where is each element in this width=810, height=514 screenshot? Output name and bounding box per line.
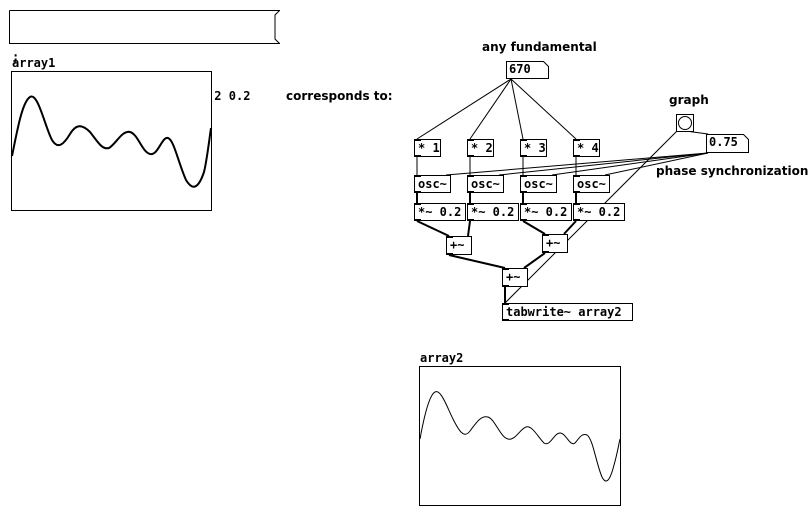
array2-label: array2 (420, 351, 464, 365)
cord (510, 78, 577, 140)
array1-graph[interactable] (11, 71, 212, 211)
array2-waveform (419, 391, 621, 482)
multiplier-4[interactable]: * 4 (573, 139, 600, 157)
cord (448, 254, 506, 269)
sinesum-message-box[interactable]: ; array1 sinesum 64 0.2 0.2 0.2 0.2 (9, 10, 280, 103)
array1-waveform (11, 95, 212, 188)
message-line-1: ; (12, 50, 20, 64)
adder-right[interactable]: +~ (542, 234, 568, 253)
array2-graph[interactable] (419, 366, 621, 506)
number-box-outline (706, 134, 749, 153)
cord (522, 220, 546, 235)
cord (563, 220, 577, 235)
multiplier-2[interactable]: * 2 (467, 139, 494, 157)
number-box-outline (506, 61, 549, 79)
any-fundamental-comment: any fundamental (482, 40, 597, 54)
phase-number-box[interactable]: 0.75 (706, 134, 749, 153)
cord (510, 78, 524, 140)
message-box-outline (9, 10, 280, 44)
phase-value: 0.75 (709, 135, 738, 149)
fundamental-number-box[interactable]: 670 (506, 61, 549, 79)
gain-3[interactable]: *~ 0.2 (520, 203, 572, 221)
oscillator-4[interactable]: osc~ (573, 175, 610, 193)
corresponds-to-comment: corresponds to: (286, 89, 393, 103)
multiplier-3[interactable]: * 3 (520, 139, 547, 157)
gain-4[interactable]: *~ 0.2 (573, 203, 625, 221)
cord (604, 152, 709, 176)
graph-comment: graph (669, 93, 709, 107)
fundamental-value: 670 (509, 62, 531, 76)
oscillator-3[interactable]: osc~ (520, 175, 557, 193)
cord (467, 220, 471, 237)
phase-sync-comment: phase synchronization (656, 164, 809, 178)
cord (416, 220, 450, 237)
oscillator-1[interactable]: osc~ (414, 175, 451, 193)
cord (551, 152, 709, 176)
adder-left[interactable]: +~ (446, 236, 472, 255)
tabwrite-object[interactable]: tabwrite~ array2 (502, 303, 633, 321)
array1-label: array1 (12, 56, 56, 70)
multiplier-1[interactable]: * 1 (414, 139, 441, 157)
adder-final[interactable]: +~ (502, 268, 528, 287)
cord (523, 252, 546, 269)
graph-bang-button[interactable] (676, 114, 694, 132)
cord (445, 152, 709, 176)
cord (416, 78, 512, 140)
cord (498, 152, 709, 176)
bang-circle-icon (678, 116, 692, 130)
cord (469, 78, 512, 140)
gain-2[interactable]: *~ 0.2 (467, 203, 519, 221)
oscillator-2[interactable]: osc~ (467, 175, 504, 193)
gain-1[interactable]: *~ 0.2 (414, 203, 466, 221)
